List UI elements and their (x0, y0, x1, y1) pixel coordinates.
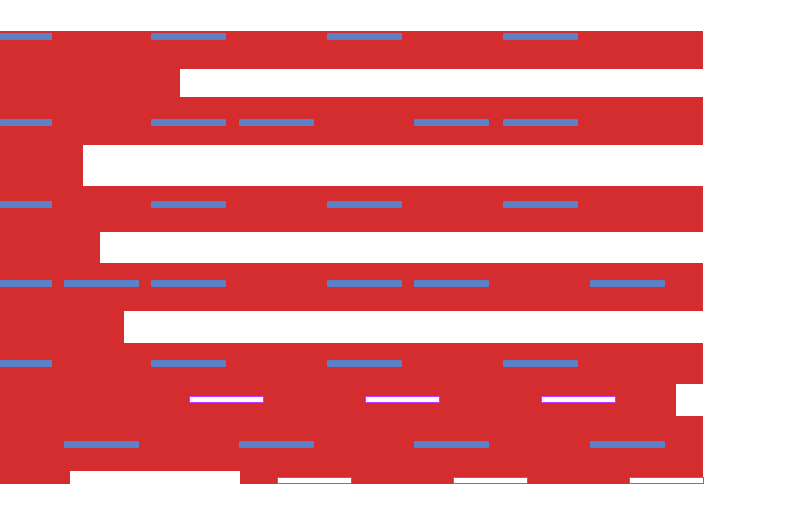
magenta-r1-c2[interactable] (541, 396, 616, 403)
gap-2 (83, 145, 703, 186)
magenta-r2-c0[interactable] (277, 477, 352, 484)
blue-r3-c3[interactable] (503, 201, 578, 208)
blue-r5-c0[interactable] (0, 360, 52, 367)
blue-r4-c0[interactable] (0, 280, 52, 287)
blue-r2-c1[interactable] (151, 119, 226, 126)
blue-r4-c3[interactable] (327, 280, 402, 287)
blue-r1-c2[interactable] (327, 33, 402, 40)
blue-r4-c2[interactable] (151, 280, 226, 287)
band-5 (0, 186, 703, 232)
blue-r5-c3[interactable] (503, 360, 578, 367)
band-8 (0, 311, 124, 343)
band-7 (0, 263, 703, 311)
blue-r2-c0[interactable] (0, 119, 52, 126)
blue-r2-c4[interactable] (503, 119, 578, 126)
gap-5 (676, 384, 703, 416)
blue-r2-c2[interactable] (239, 119, 314, 126)
band-6 (0, 232, 100, 263)
blue-r6-c2[interactable] (414, 441, 489, 448)
band-12 (0, 471, 70, 484)
band-3 (0, 97, 703, 145)
blue-r6-c1[interactable] (239, 441, 314, 448)
gap-1 (180, 69, 703, 97)
gap-6 (70, 471, 240, 484)
blue-r6-c3[interactable] (590, 441, 665, 448)
band-4 (0, 145, 83, 186)
blue-r5-c2[interactable] (327, 360, 402, 367)
blue-r1-c3[interactable] (503, 33, 578, 40)
blue-r3-c1[interactable] (151, 201, 226, 208)
blue-r1-c0[interactable] (0, 33, 52, 40)
blue-r4-c5[interactable] (590, 280, 665, 287)
blue-r1-c1[interactable] (151, 33, 226, 40)
magenta-r2-c1[interactable] (453, 477, 528, 484)
magenta-r2-c2[interactable] (629, 477, 704, 484)
blue-r3-c2[interactable] (327, 201, 402, 208)
blue-r3-c0[interactable] (0, 201, 52, 208)
blue-r5-c1[interactable] (151, 360, 226, 367)
gap-3 (100, 232, 703, 263)
magenta-r1-c0[interactable] (189, 396, 264, 403)
band-2 (0, 69, 180, 97)
blue-r2-c3[interactable] (414, 119, 489, 126)
blue-r6-c0[interactable] (64, 441, 139, 448)
magenta-r1-c1[interactable] (365, 396, 440, 403)
blue-r4-c1[interactable] (64, 280, 139, 287)
gap-4 (124, 311, 703, 343)
blue-r4-c4[interactable] (414, 280, 489, 287)
